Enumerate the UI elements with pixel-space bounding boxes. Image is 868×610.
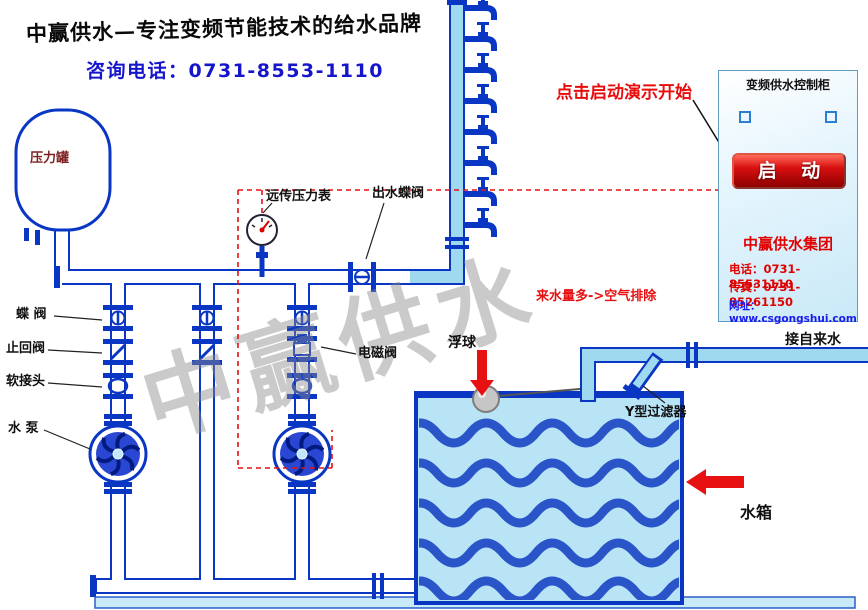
wave-pattern	[419, 418, 679, 600]
pump-2	[272, 412, 332, 496]
faucet-5	[464, 115, 497, 144]
check-valve-1	[101, 337, 135, 367]
start-button[interactable]: 启 动	[732, 153, 846, 189]
cabinet-tel: 电话：0731-85531110	[729, 262, 801, 291]
cabinet-title: 变频供水控制柜	[745, 78, 830, 92]
cabinet-fax: 传真：0731-85261150	[729, 280, 801, 309]
label-water-tank: 水箱	[740, 503, 772, 522]
label-check-valve: 止回阀	[6, 340, 45, 356]
label-float-ball: 浮球	[448, 334, 477, 351]
label-solenoid-valve: 电磁阀	[358, 345, 397, 361]
label-water-pump: 水 泵	[8, 420, 39, 436]
butterfly-valve-2	[190, 303, 224, 333]
water-tank	[414, 391, 684, 605]
cabinet-website: 网址：www.csgongshui.com	[729, 300, 857, 325]
label-pressure-tank: 压力罐	[30, 150, 69, 166]
control-cabinet: 变频供水控制柜 启 动 中赢供水集团 电话：0731-85531110 传真：0…	[718, 70, 858, 325]
faucet-6	[464, 146, 497, 175]
faucet-8	[464, 208, 497, 237]
indicator-light-1	[739, 111, 751, 123]
arrow-down-float	[470, 350, 494, 396]
leader-lines	[43, 202, 666, 450]
butterfly-valve-1	[101, 303, 135, 333]
pressure-gauge	[246, 214, 278, 277]
brand-phone: 咨询电话：0731-8553-1110	[86, 60, 384, 82]
pressure-tank	[14, 108, 112, 245]
cabinet-company: 中赢供水集团	[742, 235, 833, 253]
faucet-1	[464, 0, 497, 20]
control-wiring	[237, 189, 718, 469]
faucet-3	[464, 53, 497, 82]
label-y-strainer: Y型过滤器	[624, 404, 687, 420]
label-flexible-joint: 软接头	[6, 373, 45, 389]
faucet-2	[464, 22, 497, 51]
faucets	[464, 0, 497, 237]
pump-1	[88, 412, 148, 496]
label-remote-pressure-gauge: 远传压力表	[266, 188, 332, 204]
faucet-7	[464, 177, 497, 206]
label-butterfly-valve: 蝶 阀	[16, 306, 47, 322]
faucet-4	[464, 84, 497, 113]
label-tap-water-inlet: 接自来水	[785, 331, 842, 348]
riser-water	[410, 2, 463, 283]
arrow-left-tank	[686, 469, 744, 495]
indicator-light-2	[825, 111, 837, 123]
inlet-pipe	[580, 347, 868, 402]
pipe-caps	[54, 0, 467, 597]
label-outlet-butterfly-valve: 出水蝶阀	[372, 185, 424, 201]
label-air-exhaust-note: 来水量多->空气排除	[535, 288, 657, 304]
demo-hint: 点击启动演示开始	[556, 83, 692, 103]
